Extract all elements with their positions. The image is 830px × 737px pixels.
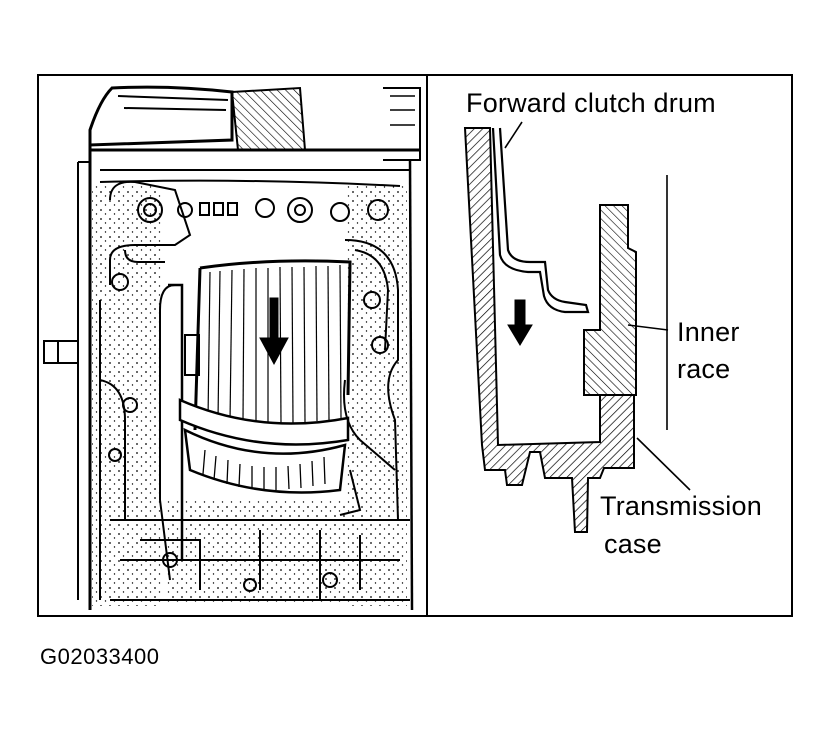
forward-clutch-drum-leader	[504, 121, 523, 149]
transmission-case-label-line2: case	[604, 529, 662, 559]
transmission-case-label-line1: Transmission	[600, 491, 762, 521]
case-section	[463, 127, 635, 533]
inner-race-leader	[627, 324, 669, 331]
inner-race-label-line2: race	[677, 354, 731, 384]
inner-race-section	[583, 204, 637, 396]
figure-id: G02033400	[40, 644, 160, 669]
figure-frame	[37, 74, 793, 617]
forward-clutch-drum-shell	[491, 127, 590, 314]
transmission-case-leader	[636, 437, 691, 491]
inner-race-label-line1: Inner	[677, 317, 740, 347]
forward-clutch-drum-label: Forward clutch drum	[466, 88, 716, 118]
cross-section-illustration	[463, 121, 691, 533]
transmission-case-illustration	[43, 85, 421, 611]
direction-arrow	[507, 299, 533, 346]
